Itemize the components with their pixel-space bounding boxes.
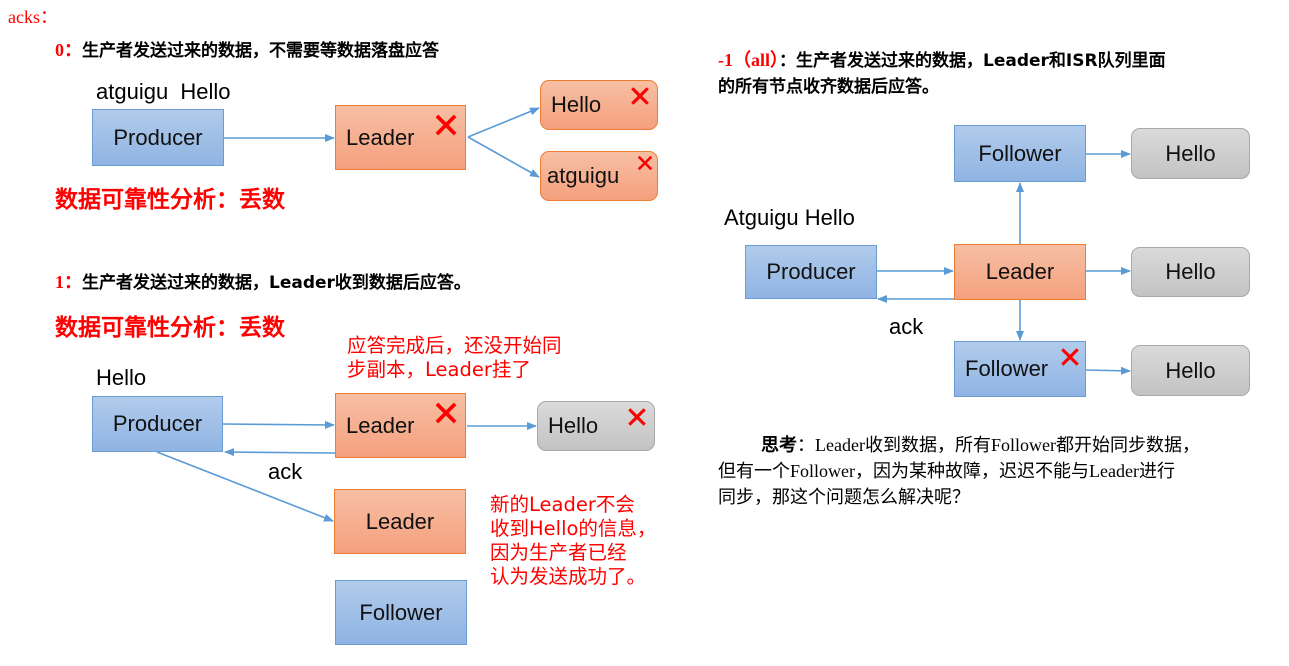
- failure-x-icon: [631, 87, 649, 105]
- thinking-paragraph: 思考：Leader收到数据，所有Follower都开始同步数据， 但有一个Fol…: [718, 432, 1200, 510]
- section-all-follower-top-box: Follower: [954, 125, 1086, 182]
- note-side-line: 新的Leader不会: [490, 493, 635, 516]
- arrow-producer-to-leader-1: [222, 420, 335, 429]
- section-all-message-label: Atguigu Hello: [724, 205, 855, 230]
- section-0-message-label: atguigu Hello: [96, 79, 231, 104]
- section-1-analysis: 数据可靠性分析：丢数: [55, 315, 285, 341]
- section-1-hello-box: Hello: [537, 401, 655, 451]
- section-1-heading: 1：生产者发送过来的数据，Leader收到数据后应答。: [55, 268, 471, 294]
- section-0-desc: 生产者发送过来的数据，不需要等数据落盘应答: [82, 41, 439, 61]
- failure-x-icon: [435, 402, 457, 424]
- section-0-leader-box: Leader: [335, 105, 466, 170]
- section-1-note-side: 新的Leader不会 收到Hello的信息， 因为生产者已经 认为发送成功了。: [490, 493, 656, 589]
- section-all-follower-bottom-box: Follower: [954, 341, 1086, 397]
- arrow-producer-to-new-leader-1: [156, 451, 334, 522]
- note-side-line: 认为发送成功了。: [490, 565, 647, 588]
- section-all-desc-2: 的所有节点收齐数据后应答。: [718, 77, 939, 97]
- section-1-message-label: Hello: [96, 365, 147, 390]
- acks-title: acks：: [8, 7, 58, 27]
- section-0-producer-box: Producer: [92, 109, 224, 166]
- arrow-leader-to-atguigu-0: [467, 136, 540, 178]
- note-top-line: 步副本，Leader挂了: [347, 358, 531, 381]
- arrow-leader-to-hello-0: [467, 107, 540, 138]
- note-side-line: 收到Hello的信息，: [490, 517, 657, 540]
- section-1-leader-box: Leader: [335, 393, 466, 458]
- section-all-ack-label: ack: [889, 314, 924, 339]
- thinking-label: 思考: [761, 435, 797, 455]
- section-0-atguigu-label: atguigu: [547, 163, 620, 188]
- section-1-producer-box: Producer: [92, 396, 223, 452]
- section-0-hello-label: Hello: [551, 92, 602, 117]
- section-all-heading: -1（all）：生产者发送过来的数据，Leader和ISR队列里面 的所有节点收…: [718, 47, 1166, 100]
- failure-x-icon: [637, 155, 653, 171]
- section-0-hello-box: Hello: [540, 80, 658, 130]
- note-side-line: 因为生产者已经: [490, 541, 627, 564]
- section-1-note-top: 应答完成后，还没开始同 步副本，Leader挂了: [347, 334, 562, 382]
- arrow-leader-ack-1: [224, 448, 336, 457]
- section-1-ack-label: ack: [268, 459, 303, 484]
- section-all-hello-top-box: Hello: [1131, 128, 1250, 179]
- section-all-producer-box: Producer: [745, 245, 877, 299]
- arrow-follower-bottom-to-hello: [1085, 366, 1131, 375]
- section-0-leader-label: Leader: [346, 124, 415, 150]
- section-1-level: 1：: [55, 272, 82, 292]
- section-0-atguigu-box: atguigu: [540, 151, 658, 201]
- section-all-hello-mid-box: Hello: [1131, 247, 1250, 297]
- failure-x-icon: [435, 114, 457, 136]
- failure-x-icon: [628, 408, 646, 426]
- section-all-desc-1: ：生产者发送过来的数据，Leader和ISR队列里面: [779, 51, 1166, 71]
- section-1-hello-label: Hello: [548, 413, 599, 438]
- section-1-desc: 生产者发送过来的数据，Leader收到数据后应答。: [82, 273, 471, 293]
- thinking-line: ：Leader收到数据，所有Follower都开始同步数据，: [797, 435, 1200, 455]
- section-all-hello-bottom-box: Hello: [1131, 345, 1250, 396]
- section-1-follower-box: Follower: [335, 580, 467, 645]
- section-1-leader-label: Leader: [346, 412, 415, 438]
- section-all-follower-bottom-label: Follower: [965, 356, 1049, 381]
- section-0-level: 0：: [55, 40, 82, 60]
- section-all-level: -1（all）: [718, 50, 779, 70]
- thinking-line: 同步，那这个问题怎么解决呢？: [718, 487, 970, 507]
- section-all-leader-box: Leader: [954, 244, 1086, 300]
- thinking-line: 但有一个Follower，因为某种故障，迟迟不能与Leader进行: [718, 461, 1175, 481]
- section-0-analysis: 数据可靠性分析：丢数: [55, 187, 285, 213]
- section-1-new-leader-box: Leader: [334, 489, 466, 554]
- section-0-heading: 0：生产者发送过来的数据，不需要等数据落盘应答: [55, 36, 439, 62]
- failure-x-icon: [1061, 348, 1079, 366]
- note-top-line: 应答完成后，还没开始同: [347, 334, 562, 357]
